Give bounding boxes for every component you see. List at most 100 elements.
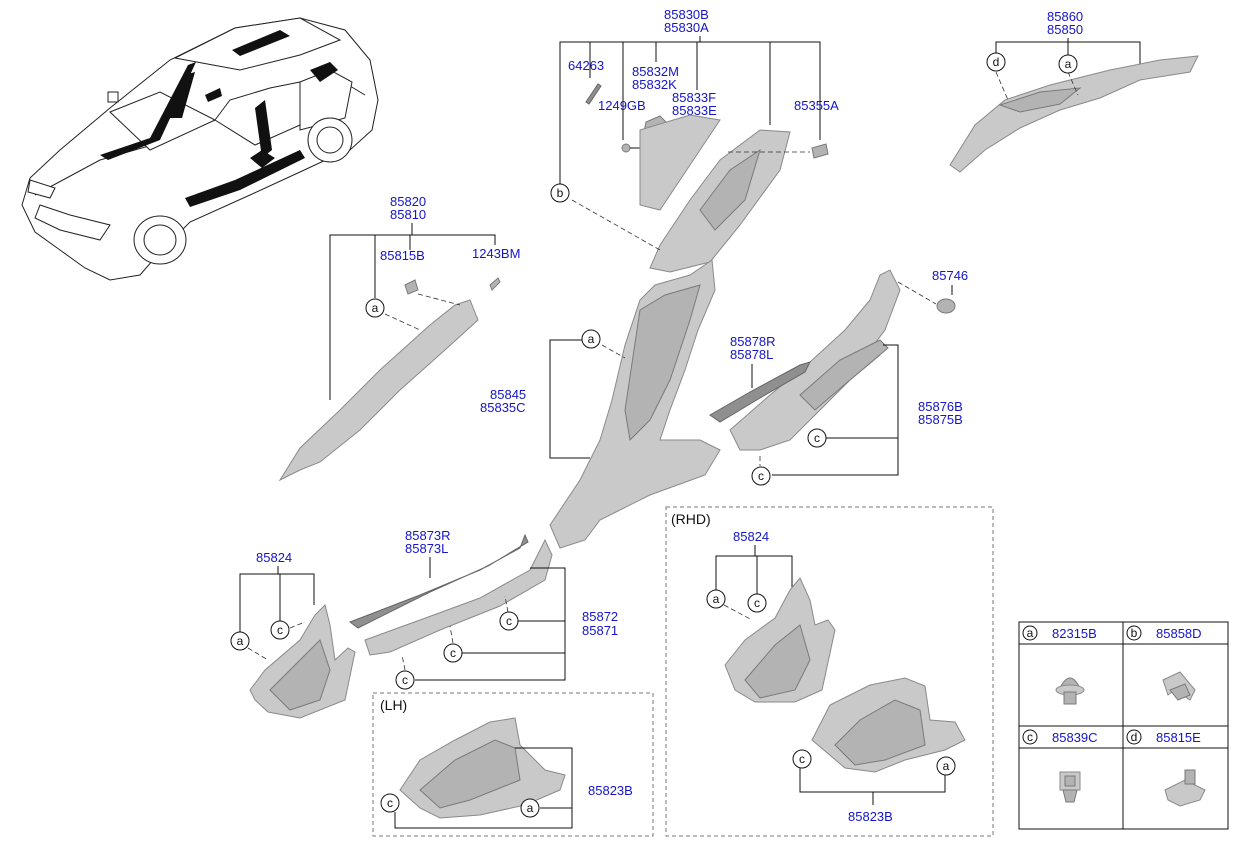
label-85833F: 85833F (672, 90, 716, 105)
callout-a (706, 589, 726, 609)
part-85833 (639, 114, 721, 211)
svg-text:c: c (277, 623, 283, 637)
label-85850: 85850 (1047, 22, 1083, 37)
clip-85839C-icon (1059, 771, 1081, 803)
label-85835C: 85835C (480, 400, 526, 415)
callout-c (270, 620, 290, 640)
part-64263 (585, 83, 602, 105)
svg-text:c: c (387, 796, 393, 810)
callout-c (747, 593, 767, 613)
svg-text:c: c (799, 752, 805, 766)
svg-text:c: c (506, 614, 512, 628)
scuff-plate-group: 85873R 85873L 85872 85871 c c c (348, 528, 618, 690)
label-85871: 85871 (582, 623, 618, 638)
label-85873R: 85873R (405, 528, 451, 543)
legend-part-d: 85815E (1156, 730, 1201, 745)
callout-a (365, 298, 385, 318)
part-85875B (729, 269, 901, 451)
label-85815B: 85815B (380, 248, 425, 263)
rhd-box (665, 506, 994, 837)
callout-a (520, 798, 540, 818)
part-85810 (278, 299, 479, 482)
callout-b (550, 183, 570, 203)
callout-c (807, 428, 827, 448)
label-85824-lh: 85824 (256, 550, 292, 565)
rhd-section-title: (RHD) (671, 511, 711, 527)
label-85823B-lh: 85823B (588, 783, 633, 798)
svg-text:a: a (237, 634, 244, 648)
callout-a (936, 756, 956, 776)
label-85833E: 85833E (672, 103, 717, 118)
label-85845: 85845 (490, 387, 526, 402)
lh-box (372, 692, 654, 837)
label-85876B: 85876B (918, 399, 963, 414)
label-85875B: 85875B (918, 412, 963, 427)
label-85832M: 85832M (632, 64, 679, 79)
a-pillar-group: 85820 85810 85815B 1243BM a (278, 194, 520, 482)
callout-c (443, 643, 463, 663)
callout-d (986, 52, 1006, 72)
callout-c (395, 670, 415, 690)
label-1249GB: 1249GB (598, 98, 646, 113)
label-85878R: 85878R (730, 334, 776, 349)
legend-part-a: 82315B (1052, 626, 1097, 641)
rear-pillar-group: 85860 85850 d a (949, 9, 1199, 173)
callout-a (1058, 54, 1078, 74)
svg-text:c: c (814, 431, 820, 445)
label-85823B-rhd: 85823B (848, 809, 893, 824)
legend-letter-a: a (1027, 626, 1034, 640)
label-64263: 64263 (568, 58, 604, 73)
part-85873 (348, 533, 529, 629)
callout-c (499, 611, 519, 631)
callout-c (380, 793, 400, 813)
label-85820: 85820 (390, 194, 426, 209)
c-pillar-group: 85746 85878R 85878L 85876B 85875B c c (709, 268, 968, 486)
part-85878 (709, 361, 811, 423)
legend-part-b: 85858D (1156, 626, 1202, 641)
svg-text:c: c (754, 596, 760, 610)
label-85872: 85872 (582, 609, 618, 624)
label-85830B: 85830B (664, 7, 709, 22)
part-85355A (811, 143, 829, 159)
clip-85815E-icon (1164, 769, 1206, 807)
kick-panel-left-group: 85824 a c (230, 550, 356, 719)
callout-c (751, 466, 771, 486)
label-85832K: 85832K (632, 77, 677, 92)
label-85873L: 85873L (405, 541, 448, 556)
screw-1249GB (621, 143, 631, 153)
svg-text:a: a (372, 301, 379, 315)
label-85810: 85810 (390, 207, 426, 222)
svg-text:a: a (588, 332, 595, 346)
clip-85858D-icon (1162, 671, 1196, 701)
svg-text:c: c (450, 646, 456, 660)
label-85746: 85746 (932, 268, 968, 283)
label-85824-rhd: 85824 (733, 529, 769, 544)
svg-text:c: c (402, 673, 408, 687)
legend-letter-b: b (1131, 626, 1138, 640)
lh-section: (LH) 85823B c a (372, 692, 654, 837)
clip-82315B-icon (1055, 677, 1085, 705)
label-85878L: 85878L (730, 347, 773, 362)
callout-a (230, 631, 250, 651)
callout-a (581, 329, 601, 349)
label-85830A: 85830A (664, 20, 709, 35)
svg-text:a: a (1065, 57, 1072, 71)
legend-part-c: 85839C (1052, 730, 1098, 745)
lh-section-title: (LH) (380, 697, 407, 713)
car-illustration (21, 17, 379, 281)
label-85860: 85860 (1047, 9, 1083, 24)
legend-letter-c: c (1027, 730, 1033, 744)
part-85850 (949, 55, 1199, 173)
part-85871 (364, 538, 553, 656)
callout-c (792, 749, 812, 769)
fastener-legend: a 82315B b 85858D c 85839C d 85815E (1018, 621, 1229, 830)
b-pillar-group: 85845 85835C a (480, 259, 721, 549)
svg-text:a: a (943, 759, 950, 773)
label-85355A: 85355A (794, 98, 839, 113)
part-85746 (936, 298, 956, 314)
upper-pillar-group: 85830B 85830A 64263 85832M 85832K 1249GB… (550, 7, 839, 273)
label-1243BM: 1243BM (472, 246, 520, 261)
svg-text:b: b (557, 186, 564, 200)
rhd-section: (RHD) 85824 a c 85823B c a (665, 506, 994, 837)
